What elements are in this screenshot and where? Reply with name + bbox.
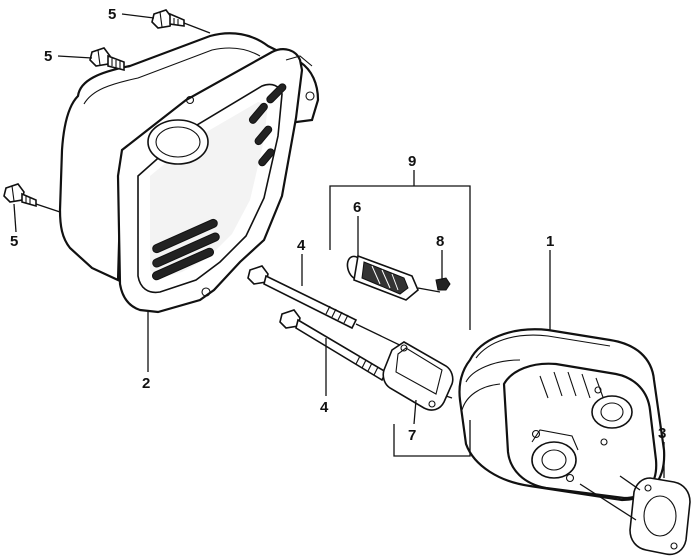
label-part-7: 7 xyxy=(408,427,416,444)
label-part-3: 3 xyxy=(658,425,666,442)
label-part-8: 8 xyxy=(436,233,444,250)
label-part-5-middle: 5 xyxy=(44,48,52,65)
long-bolt-lower xyxy=(279,309,453,399)
label-part-1: 1 xyxy=(546,233,554,250)
label-part-2: 2 xyxy=(142,375,150,392)
muffler-protector xyxy=(58,32,320,314)
spark-arrester xyxy=(346,254,441,301)
flange-bolt-middle xyxy=(89,47,125,72)
label-part-6: 6 xyxy=(353,199,361,216)
label-part-4-lower: 4 xyxy=(320,399,329,416)
label-part-5-left: 5 xyxy=(10,233,18,250)
arrester-screw xyxy=(435,277,451,291)
label-part-9: 9 xyxy=(408,153,416,170)
flange-bolt-left xyxy=(3,183,61,213)
muffler-gasket xyxy=(579,475,691,556)
label-part-4-upper: 4 xyxy=(297,237,306,254)
flange-bolt-top xyxy=(151,9,211,34)
muffler xyxy=(458,250,666,502)
callout-lines xyxy=(13,13,665,478)
label-part-5-top: 5 xyxy=(108,6,116,23)
protector-louvers xyxy=(152,83,287,281)
long-bolt-upper xyxy=(247,265,411,351)
arrester-plate xyxy=(382,341,454,411)
